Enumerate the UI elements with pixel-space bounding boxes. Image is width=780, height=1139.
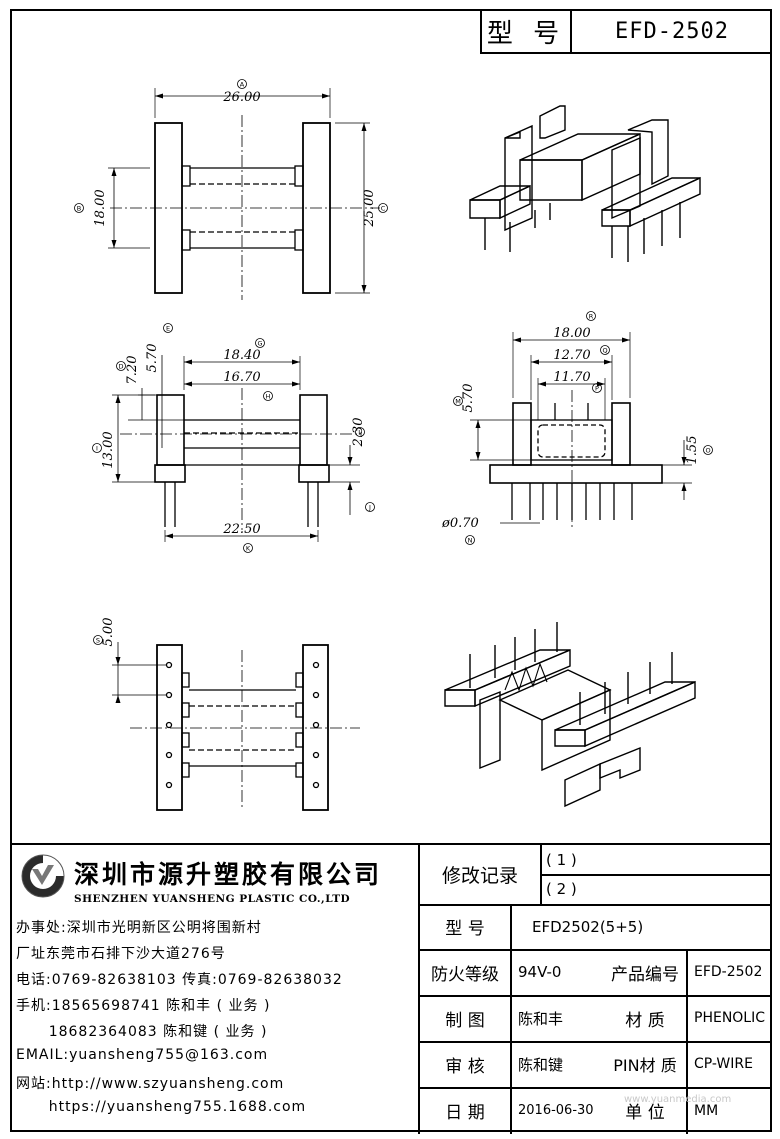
callout-i: I (96, 445, 98, 453)
callout-letters: A B C D E G H I J L K R Q P M O N S (77, 81, 711, 645)
model-header: 型 号 EFD-2502 (480, 10, 772, 54)
callout-b: B (77, 205, 81, 213)
dim-s: 5.70 (461, 384, 476, 413)
grid-line (540, 874, 772, 876)
product-no-value: EFD-2502 (694, 964, 763, 980)
callout-e: E (166, 325, 170, 333)
model-header-label: 型 号 (482, 10, 572, 52)
side-view (470, 332, 692, 530)
grid-line (420, 1087, 772, 1089)
dim-k: 22.50 (222, 522, 260, 537)
dim-pin: ø0.70 (441, 516, 479, 531)
callout-t: O (705, 447, 710, 455)
dim-d: 7.20 (125, 356, 140, 385)
checked-by-value: 陈和键 (518, 1055, 564, 1074)
grid-line (420, 949, 772, 951)
dim-b: 18.00 (93, 189, 108, 226)
drawing-frame (10, 9, 772, 1132)
product-no-label: 产品编号 (611, 964, 679, 985)
website-2: https://yuansheng755.1688.com (16, 1099, 307, 1115)
revision-1: ( 1 ) (546, 850, 577, 869)
dim-u: 5.00 (101, 618, 116, 647)
callout-u: S (96, 637, 100, 645)
company-name-cn: 深圳市源升塑胶有限公司 (74, 860, 383, 889)
dim-q: 12.70 (553, 348, 590, 363)
drawn-by-label: 制 图 (445, 1010, 485, 1031)
callout-l: L (358, 429, 362, 437)
office-address: 办事处:深圳市光明新区公明将围新村 (16, 920, 262, 936)
dim-p: 11.70 (553, 370, 590, 385)
callout-q: Q (602, 347, 607, 355)
company-info: 深圳市源升塑胶有限公司 SHENZHEN YUANSHENG PLASTIC C… (10, 845, 420, 1134)
watermark: www.yuanmedia.com (624, 1094, 732, 1105)
mobile-1: 手机:18565698741 陈和丰 ( 业务 ) (16, 998, 271, 1014)
drawn-by-value: 陈和丰 (518, 1009, 564, 1028)
callout-pin: N (468, 537, 473, 545)
fire-rating-value: 94V-0 (518, 963, 562, 981)
date-label: 日 期 (445, 1103, 485, 1123)
callout-h: H (266, 393, 271, 401)
revision-2: ( 2 ) (546, 880, 577, 898)
material-value: PHENOLIC (694, 1010, 766, 1026)
callout-p: P (595, 385, 599, 393)
grid-line (420, 904, 772, 906)
callout-g: G (257, 340, 262, 348)
dim-i: 13.00 (101, 431, 116, 468)
grid-line (510, 904, 512, 1134)
grid-line (686, 949, 688, 1134)
callout-a: A (240, 81, 245, 89)
callout-s: M (455, 398, 461, 406)
dim-a: 26.00 (222, 90, 260, 105)
spec-grid: 修改记录 ( 1 ) ( 2 ) 型 号 EFD2502(5+5) 防火等级 9… (420, 845, 772, 1134)
company-name-en: SHENZHEN YUANSHENG PLASTIC CO.,LTD (74, 893, 351, 905)
dim-h: 16.70 (223, 370, 260, 385)
date-value: 2016-06-30 (518, 1103, 594, 1118)
callout-j: J (368, 504, 371, 512)
dim-r: 18.00 (553, 326, 590, 341)
title-block: 深圳市源升塑胶有限公司 SHENZHEN YUANSHENG PLASTIC C… (10, 843, 772, 1134)
iso-view-top (469, 105, 701, 262)
fire-rating-label: 防火等级 (431, 964, 499, 985)
checked-by-label: 审 核 (445, 1056, 485, 1077)
dim-g: 18.40 (223, 348, 260, 363)
model-label: 型 号 (445, 919, 485, 939)
callout-k: K (246, 545, 251, 553)
technical-drawing: 26.00 18.00 25.00 7.20 5.70 18.40 16.70 … (74, 79, 713, 811)
unit-value: MM (694, 1102, 719, 1119)
company-logo-icon (21, 854, 65, 898)
callout-r: R (589, 313, 594, 321)
factory-address: 厂址东莞市石排下沙大道276号 (16, 946, 226, 962)
front-view (112, 355, 360, 542)
model-value: EFD2502(5+5) (532, 917, 644, 936)
callout-markers (74, 79, 713, 645)
pin-material-label: PIN材 质 (613, 1056, 677, 1075)
material-label: 材 质 (625, 1010, 665, 1031)
email: EMAIL:yuansheng755@163.com (16, 1047, 269, 1063)
phone-fax: 电话:0769-82638103 传真:0769-82638032 (16, 972, 343, 988)
dimension-labels: 26.00 18.00 25.00 7.20 5.70 18.40 16.70 … (93, 90, 700, 646)
mobile-2: 18682364083 陈和键 ( 业务 ) (16, 1024, 268, 1040)
grid-line (420, 995, 772, 997)
dim-e: 5.70 (145, 344, 160, 373)
bottom-view (112, 642, 360, 811)
revision-label: 修改记录 (441, 865, 518, 887)
grid-line (420, 1041, 772, 1043)
dim-j: 2.30 (351, 418, 366, 448)
unit-label: 单 位 (625, 1103, 665, 1123)
grid-line (540, 845, 542, 904)
dim-t: 1.55 (685, 436, 700, 465)
callout-d: D (118, 363, 123, 371)
pin-material-value: CP-WIRE (694, 1056, 753, 1072)
top-view (108, 88, 380, 300)
website-1: 网站:http://www.szyuansheng.com (16, 1076, 285, 1092)
iso-view-bottom (444, 622, 696, 808)
callout-c: C (381, 205, 386, 213)
model-header-value: EFD-2502 (615, 18, 729, 44)
dim-c: 25.00 (362, 189, 377, 227)
